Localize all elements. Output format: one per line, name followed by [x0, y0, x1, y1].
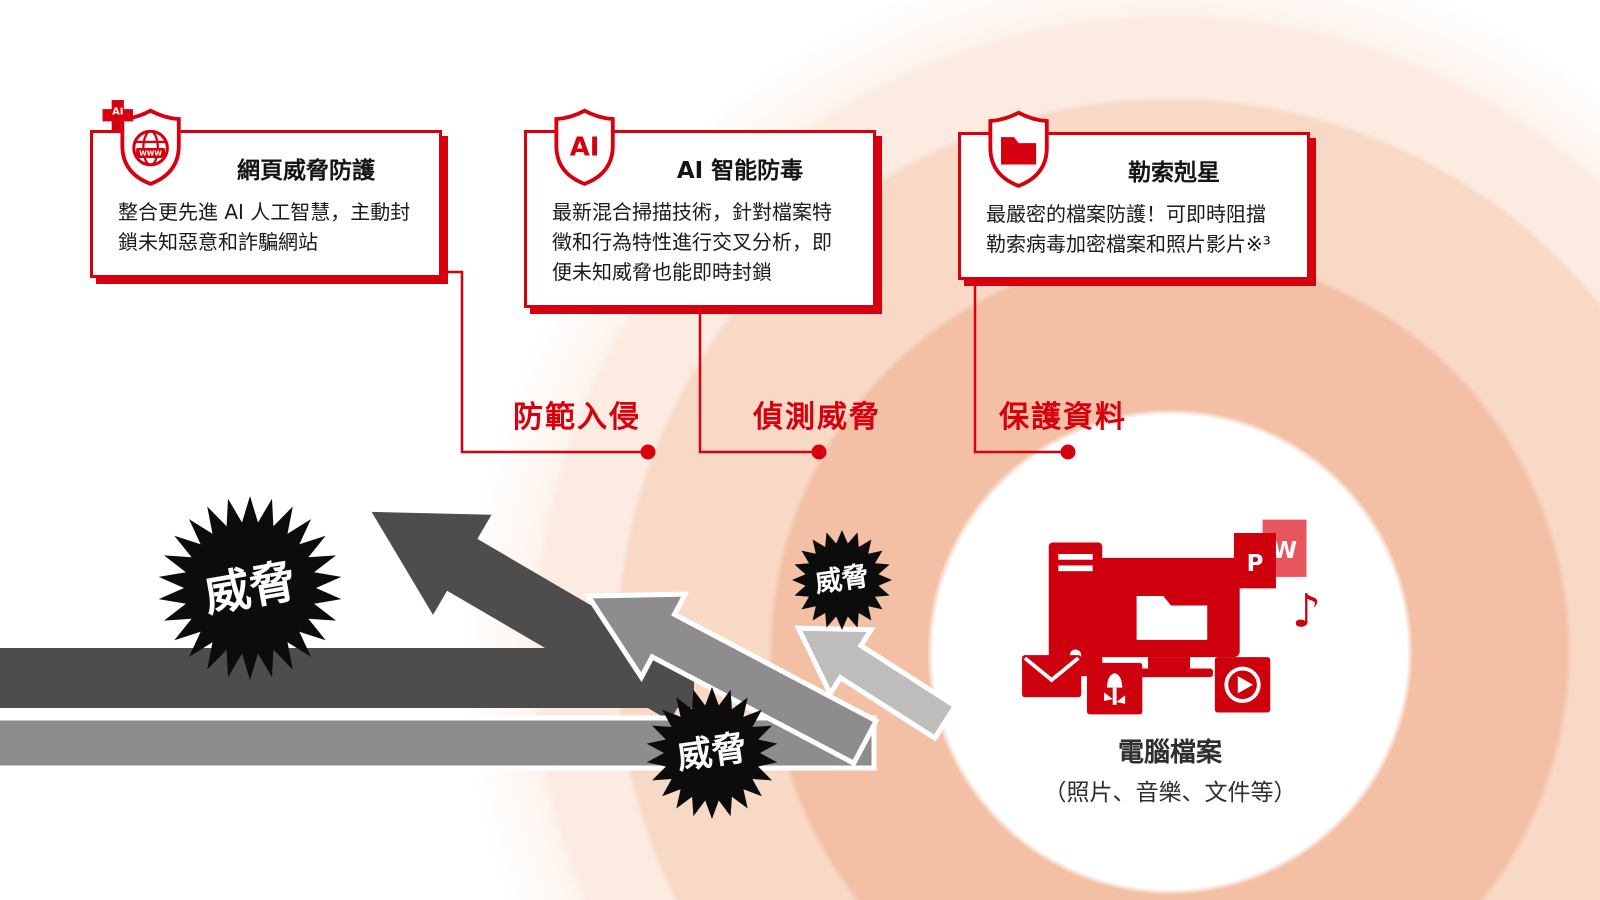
connector-line-2	[698, 280, 812, 454]
stage-label-detect-threat: 偵測威脅	[753, 400, 881, 435]
folder-shield-icon	[988, 110, 1049, 188]
feature-box-body: 最嚴密的檔案防護！可即時阻擋勒索病毒加密檔案和照片影片※³	[986, 202, 1271, 256]
protected-files-center: W P ♪	[988, 512, 1352, 807]
feature-box-web-threat-protection: WWW AI 網頁威脅防護 整合更先進 AI 人工智慧，主動封鎖未知惡意和詐騙網…	[90, 100, 442, 278]
ring-dot-1	[640, 444, 656, 460]
video-play-icon	[1214, 657, 1271, 713]
feature-box-body: 整合更先進 AI 人工智慧，主動封鎖未知惡意和詐騙網站	[118, 200, 411, 254]
feature-box-ai-antivirus: AI AI 智能防毒 最新混合掃描技術，針對檔案特徵和行為特性進行交叉分析，即便…	[524, 108, 876, 308]
center-files-subtitle: （照片、音樂、文件等）	[1043, 780, 1297, 806]
ring-dots	[640, 444, 1076, 460]
feature-box-title: 勒索剋星	[1128, 160, 1220, 186]
web-threat-shield-icon: WWW AI	[102, 100, 181, 186]
envelope-icon	[1022, 655, 1082, 698]
threat-burst-medium-label: 威脅	[675, 728, 750, 777]
feature-box-title: 網頁威脅防護	[237, 158, 375, 184]
threat-burst-large: 威脅	[158, 496, 342, 680]
connector-line-3	[973, 270, 1061, 454]
threat-burst-medium: 威脅	[646, 687, 778, 819]
svg-text:AI: AI	[112, 107, 123, 118]
threat-burst-small: 威脅	[792, 530, 892, 630]
ai-badge-label: AI	[570, 132, 600, 162]
computer-files-illustration: W P ♪	[1022, 519, 1321, 715]
threat-arrow-light	[794, 625, 959, 742]
connector-line-1	[445, 270, 641, 454]
document-p-icon: P	[1233, 533, 1276, 589]
photo-icon	[1086, 662, 1143, 715]
svg-text:W: W	[1272, 538, 1297, 564]
stage-label-protect-data: 保護資料	[999, 400, 1127, 435]
ai-shield-icon: AI	[554, 108, 615, 186]
stage-label-prevent-intrusion: 防範入侵	[513, 400, 641, 435]
ring-dot-3	[1060, 444, 1076, 460]
music-note-icon: ♪	[1292, 584, 1321, 638]
svg-text:P: P	[1247, 551, 1264, 577]
feature-box-ransomware-buster: 勒索剋星 最嚴密的檔案防護！可即時阻擋勒索病毒加密檔案和照片影片※³	[958, 110, 1310, 280]
feature-box-body: 最新混合掃描技術，針對檔案特徵和行為特性進行交叉分析，即便未知威脅也能即時封鎖	[552, 200, 832, 284]
connector-lines	[445, 270, 1061, 454]
center-files-title: 電腦檔案	[1117, 738, 1222, 768]
www-badge-label: WWW	[139, 150, 162, 158]
ring-dot-2	[811, 444, 827, 460]
threat-arrow-dark	[0, 511, 701, 721]
feature-box-title: AI 智能防毒	[676, 158, 804, 184]
threat-burst-small-label: 威脅	[813, 561, 871, 599]
ai-cross-badge: AI	[102, 100, 134, 131]
